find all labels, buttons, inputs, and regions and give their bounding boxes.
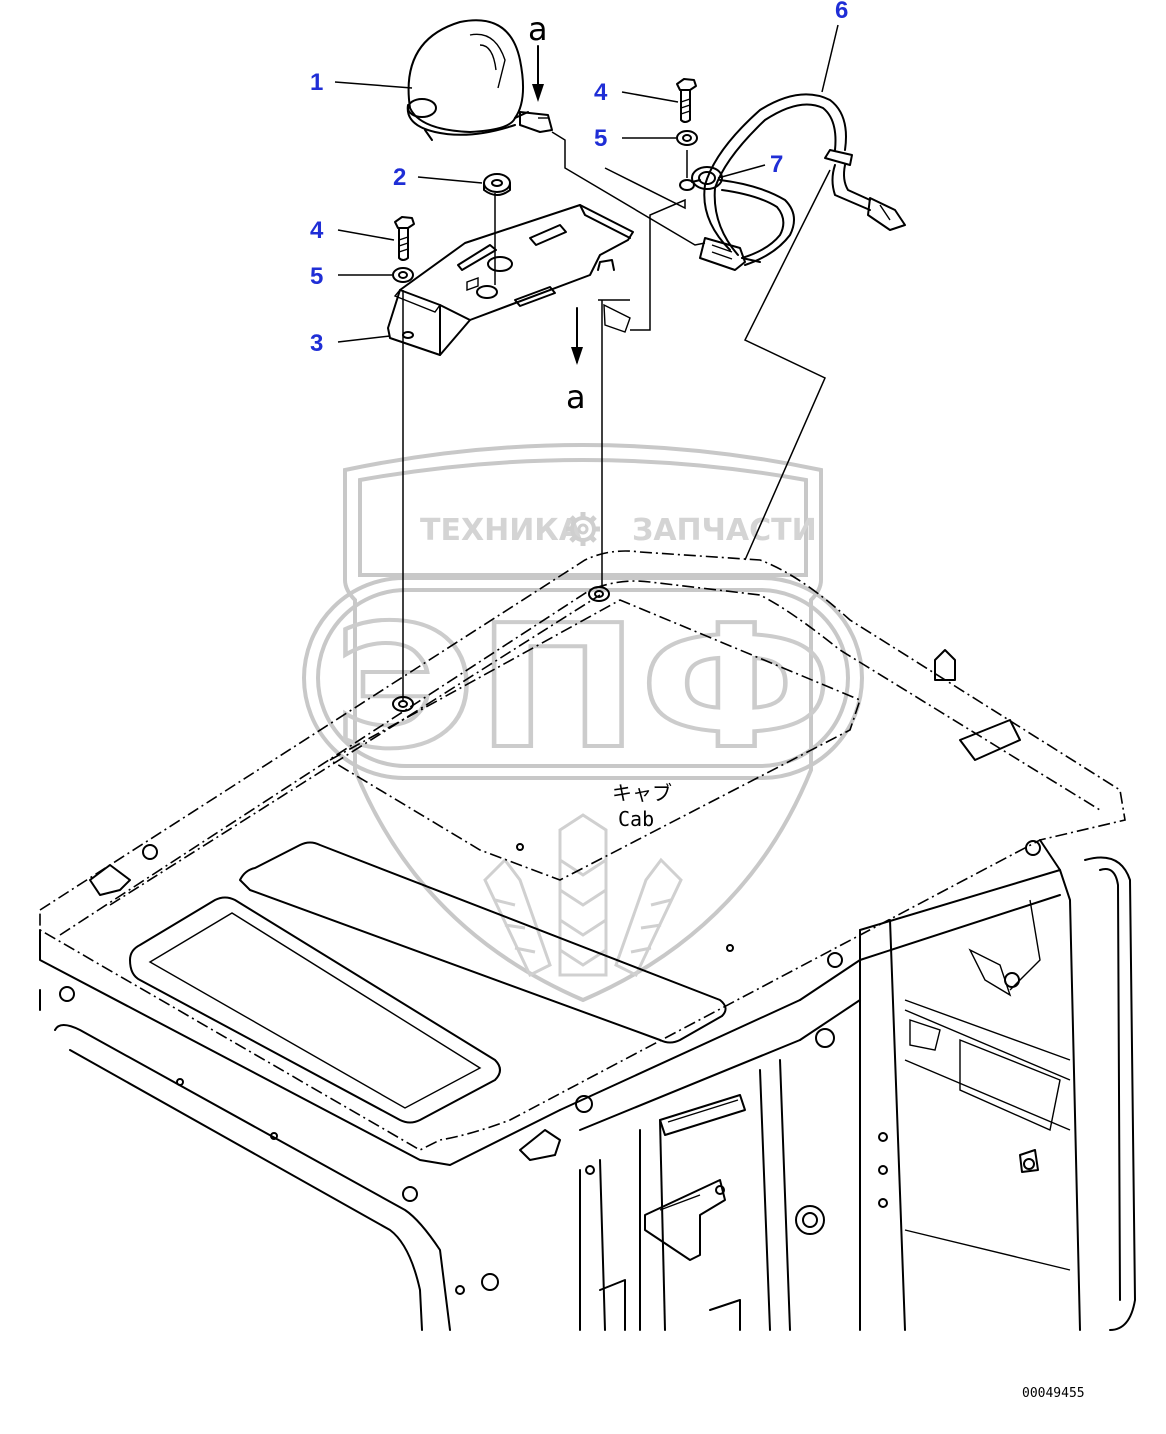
- lamp-part-1: [406, 19, 553, 141]
- cab-label-jp: キャブ: [612, 781, 672, 805]
- view-marker-bottom: a: [566, 307, 586, 416]
- cab-label-en: Cab: [618, 807, 654, 831]
- watermark-text-right: ЗАПЧАСТИ: [632, 513, 817, 548]
- bolt-part-4-left: [394, 216, 415, 261]
- view-letter-top: a: [528, 10, 548, 48]
- callout-3: 3: [310, 330, 323, 357]
- callout-4-left: 4: [310, 217, 324, 244]
- drawing-code: 00049455: [1022, 1386, 1085, 1401]
- callouts: 1 2 3 4 5 4 5 6 7: [310, 0, 848, 357]
- callout-7: 7: [770, 151, 783, 178]
- callout-6: 6: [835, 0, 848, 24]
- callout-2: 2: [393, 164, 406, 191]
- callout-1: 1: [310, 69, 323, 96]
- callout-5-right: 5: [594, 125, 607, 152]
- gear-icon: [566, 512, 600, 546]
- callout-4-right: 4: [594, 79, 608, 106]
- washer-part-5-right: [676, 130, 698, 146]
- bolt-part-4-right: [676, 78, 697, 123]
- view-marker-top: a: [528, 10, 548, 102]
- callout-5-left: 5: [310, 263, 323, 290]
- roof-bolts: [59, 840, 1041, 1295]
- view-letter-bottom: a: [566, 378, 586, 416]
- assembly-lines: [402, 131, 831, 700]
- clip-part-7: [679, 166, 723, 191]
- watermark-text-left: ТЕХНИКА: [420, 513, 583, 548]
- wheat-emblem: [483, 813, 683, 978]
- bracket-part-3: [387, 204, 634, 356]
- cab-structure: キャブ Cab: [39, 550, 1136, 1331]
- watermark: ТЕХНИКА ЗАПЧАСТИ ЭПФ: [302, 443, 864, 1003]
- washer-part-5-left: [392, 267, 414, 283]
- watermark-big-text: ЭПФ: [333, 589, 833, 787]
- grommet-part-2: [483, 173, 511, 196]
- harness-part-6: [699, 93, 906, 271]
